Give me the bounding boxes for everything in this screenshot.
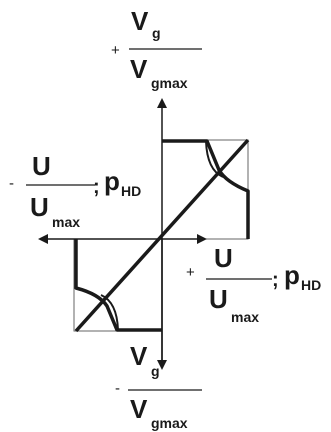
right-numerator-u: U xyxy=(214,243,233,273)
top-numerator-v: V xyxy=(131,6,149,36)
left-separator: ; xyxy=(93,176,100,198)
bottom-numerator-v: V xyxy=(130,341,148,371)
left-denominator-u: U xyxy=(30,192,49,222)
bottom-denominator-sub: gmax xyxy=(151,415,188,431)
upper-right-limit-curve xyxy=(162,139,250,239)
left-p-sub: HD xyxy=(121,183,141,199)
right-separator: ; xyxy=(272,269,279,291)
top-sign: + xyxy=(111,42,120,59)
top-denominator-sub: gmax xyxy=(151,75,188,91)
left-denominator-sub: max xyxy=(52,214,80,230)
lower-left-limit-curve xyxy=(74,239,162,332)
left-p: p xyxy=(104,166,120,196)
top-denominator-v: V xyxy=(130,54,148,84)
bottom-denominator-v: V xyxy=(130,394,148,424)
top-numerator-sub: g xyxy=(152,25,161,41)
lower-left-inner-arc xyxy=(100,294,119,331)
right-denominator-u: U xyxy=(209,284,228,314)
left-sign: - xyxy=(9,175,14,192)
right-sign: + xyxy=(186,264,195,281)
upper-right-inner-arc xyxy=(205,140,224,178)
right-p: p xyxy=(284,260,300,290)
right-denominator-sub: max xyxy=(231,309,259,325)
left-numerator-u: U xyxy=(32,151,51,181)
right-p-sub: HD xyxy=(301,277,321,293)
bottom-numerator-sub: g xyxy=(151,363,160,379)
bottom-sign: - xyxy=(115,380,120,397)
